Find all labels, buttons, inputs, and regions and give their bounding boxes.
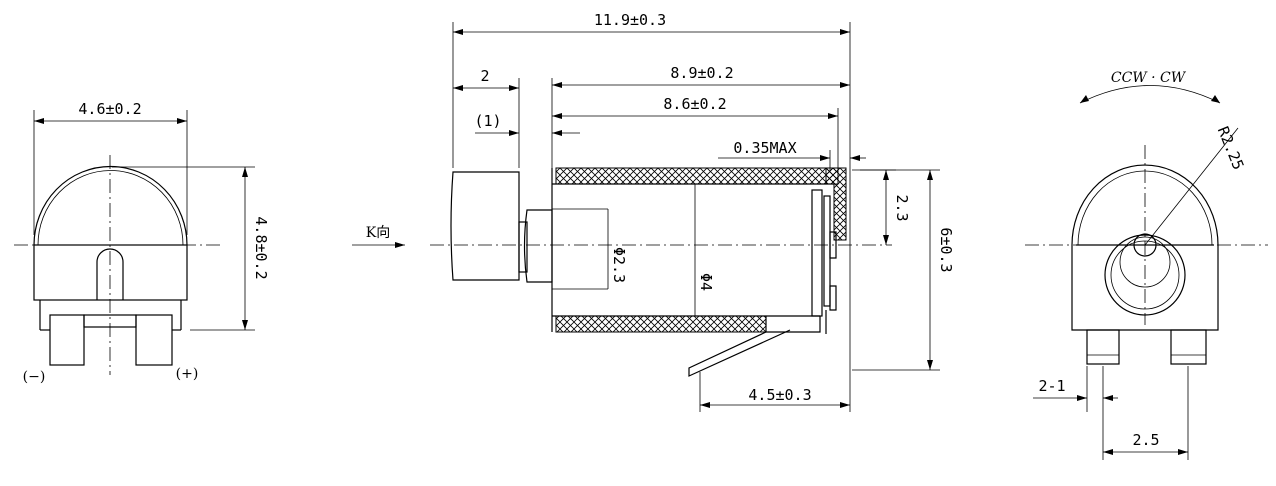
height-dim: 6±0.3 <box>937 227 955 272</box>
neg-terminal-label: (−) <box>23 369 46 385</box>
body-dia-dim: Φ4 <box>697 273 715 291</box>
pos-terminal-label: (+) <box>176 366 199 382</box>
pin-pitch-dim: 2.5 <box>1132 431 1159 449</box>
shaft-dia-dim: Φ2.3 <box>610 247 628 283</box>
gap-dim: (1) <box>474 112 501 130</box>
terminal-length-dim: 4.5±0.3 <box>748 386 811 404</box>
side-view: K向 11.9±0.3 2 (1) 8.9±0.2 8.6±0.2 <box>352 11 955 412</box>
rotation-label: CCW · CW <box>1111 70 1187 86</box>
weight-width-dim: 2 <box>480 67 489 85</box>
overall-length-dim: 11.9±0.3 <box>594 11 666 29</box>
radius-dim: R2.25 <box>1214 124 1248 173</box>
left-view: 4.6±0.2 4.8±0.2 (−) (+) <box>14 100 270 385</box>
view-k-label: K向 <box>366 225 390 241</box>
left-height-dim: 4.8±0.2 <box>252 216 270 279</box>
left-width-dim: 4.6±0.2 <box>78 100 141 118</box>
can-length-dim: 8.6±0.2 <box>663 95 726 113</box>
center-offset-dim: 2.3 <box>893 194 911 221</box>
end-view: CCW · CW R2.25 2-1 2.5 <box>1025 70 1268 460</box>
body-length-dim: 8.9±0.2 <box>670 64 733 82</box>
pin-width-dim: 2-1 <box>1038 377 1065 395</box>
end-cap-dim: 0.35MAX <box>733 139 796 157</box>
